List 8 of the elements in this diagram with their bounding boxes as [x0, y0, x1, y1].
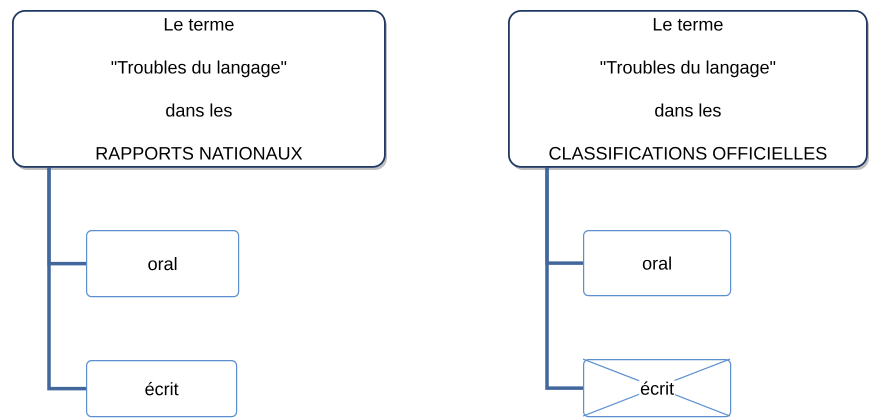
category-box: oral	[583, 230, 732, 296]
title-box: Le terme "Troubles du langage" dans les CLASSIFICATIONS OFFICIELLES	[508, 10, 869, 170]
crossed-out-box: écrit	[582, 358, 732, 418]
category-box: écrit	[86, 360, 238, 418]
title-box: Le terme "Troubles du langage" dans les RAPPORTS NATIONAUX	[12, 10, 387, 170]
connector-line	[47, 168, 86, 390]
connector-line	[545, 168, 583, 390]
category-box: oral	[86, 230, 240, 298]
